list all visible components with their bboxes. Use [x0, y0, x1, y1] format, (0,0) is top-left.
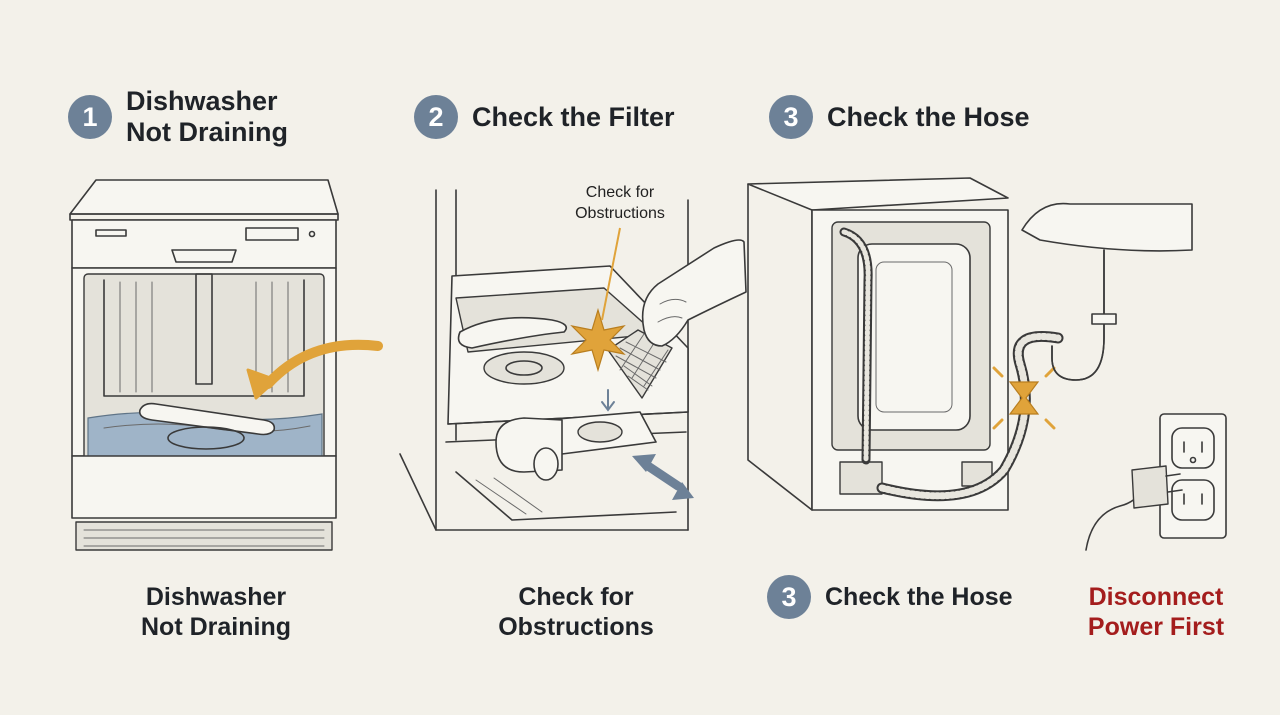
standing-water-arrow-icon: [263, 339, 383, 389]
sink-bowl: [1021, 202, 1193, 252]
filter-opening: [505, 360, 543, 376]
caption-filter: Check for Obstructions: [498, 583, 654, 641]
spray-arm: [138, 402, 276, 436]
hose-illustration: [747, 177, 1227, 551]
drain-sump: [167, 426, 245, 450]
door-handle-slot: [95, 229, 127, 237]
step-1-header: 1 Dishwasher Not Draining: [68, 86, 288, 148]
hand: [641, 239, 747, 347]
filter-illustration: [399, 189, 747, 531]
dishwasher-illustration: [69, 179, 383, 551]
obstruction-star-icon: [570, 307, 626, 373]
step-2-badge: 2: [414, 95, 458, 139]
door-latch: [171, 249, 237, 263]
filter-callout-label: Check for Obstructions: [575, 184, 665, 222]
rear-access-panel: [857, 243, 971, 431]
callout-leader: [601, 227, 621, 321]
removed-spray-arm: [457, 316, 568, 349]
caption-hose-label: Check the Hose: [825, 582, 1013, 611]
kick-plate: [75, 521, 333, 551]
caption-hose-badge: 3: [767, 575, 811, 619]
step-3-title: Check the Hose: [827, 101, 1030, 132]
step-3-header: 3 Check the Hose: [769, 95, 1030, 139]
step-1-badge: 1: [68, 95, 112, 139]
step-3-badge: 3: [769, 95, 813, 139]
plug-icon: [1085, 465, 1183, 551]
caption-dishwasher: Dishwasher Not Draining: [141, 583, 291, 641]
kink-icon: [992, 366, 1056, 430]
step-1-title: Dishwasher Not Draining: [126, 86, 288, 147]
caption-warning: Disconnect Power First: [1087, 583, 1225, 641]
filter-cartridge: [607, 329, 673, 399]
step-2-header: 2 Check the Filter: [414, 95, 675, 139]
control-display: [245, 227, 299, 241]
p-trap: [1051, 249, 1105, 381]
spray-column: [195, 273, 213, 385]
step-2-title: Check the Filter: [472, 101, 675, 132]
direction-arrow-icon: [632, 454, 694, 500]
caption-hose: 3 Check the Hose: [767, 575, 1013, 619]
